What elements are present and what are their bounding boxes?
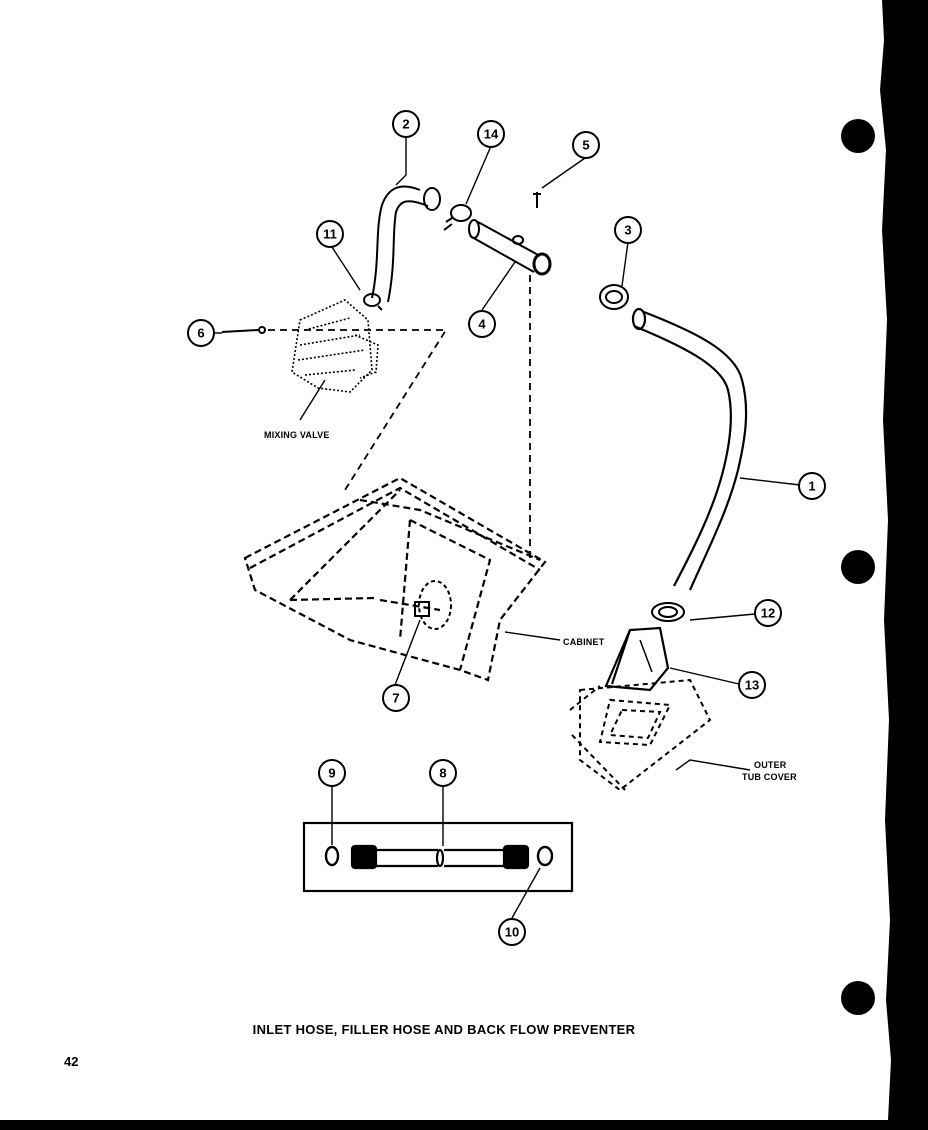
callout-1: 1 xyxy=(808,479,815,494)
fitting-part-7 xyxy=(414,580,452,630)
punch-hole xyxy=(841,981,875,1015)
inlet-funnel-part-13 xyxy=(604,626,670,692)
callout-5: 5 xyxy=(582,138,589,153)
callout-7: 7 xyxy=(392,691,399,706)
clamp-part-12 xyxy=(651,602,685,622)
screw-part-6 xyxy=(221,326,266,334)
callout-circles xyxy=(187,110,826,946)
assembly-dashed-lines xyxy=(268,275,531,560)
label-mixing-valve: MIXING VALVE xyxy=(264,430,330,440)
hose-kit-box xyxy=(302,821,574,893)
outer-tub-cover xyxy=(569,678,712,792)
punch-hole xyxy=(841,550,875,584)
clamp-part-3 xyxy=(599,284,629,310)
filler-hose-part-2 xyxy=(371,185,441,303)
callout-8: 8 xyxy=(439,766,446,781)
punch-hole xyxy=(841,119,875,153)
label-outer: OUTER xyxy=(754,760,787,770)
page-number: 42 xyxy=(64,1054,78,1069)
fill-hose-part-8 xyxy=(350,844,530,870)
screw-part-5 xyxy=(533,192,541,208)
callout-10: 10 xyxy=(505,925,519,940)
washer-part-9 xyxy=(324,845,340,867)
label-cabinet: CABINET xyxy=(563,637,605,647)
callout-12: 12 xyxy=(761,606,775,621)
callout-9: 9 xyxy=(328,766,335,781)
mixing-valve xyxy=(291,299,379,393)
callout-2: 2 xyxy=(402,117,409,132)
callout-11: 11 xyxy=(323,227,337,242)
inlet-hose-part-1 xyxy=(631,307,748,591)
clamp-part-14 xyxy=(443,204,472,231)
callout-3: 3 xyxy=(624,223,631,238)
callout-6: 6 xyxy=(197,326,204,341)
label-tub-cover: TUB COVER xyxy=(742,772,797,782)
leader-lines xyxy=(213,137,801,919)
callout-4: 4 xyxy=(478,317,486,332)
callout-14: 14 xyxy=(484,127,499,142)
page-title: INLET HOSE, FILLER HOSE AND BACK FLOW PR… xyxy=(253,1022,636,1037)
backflow-preventer-part-4 xyxy=(468,219,552,276)
clamp-part-11 xyxy=(363,293,383,311)
paper-sheet xyxy=(0,0,891,1120)
washer-part-10 xyxy=(536,845,554,867)
callout-13: 13 xyxy=(745,678,759,693)
